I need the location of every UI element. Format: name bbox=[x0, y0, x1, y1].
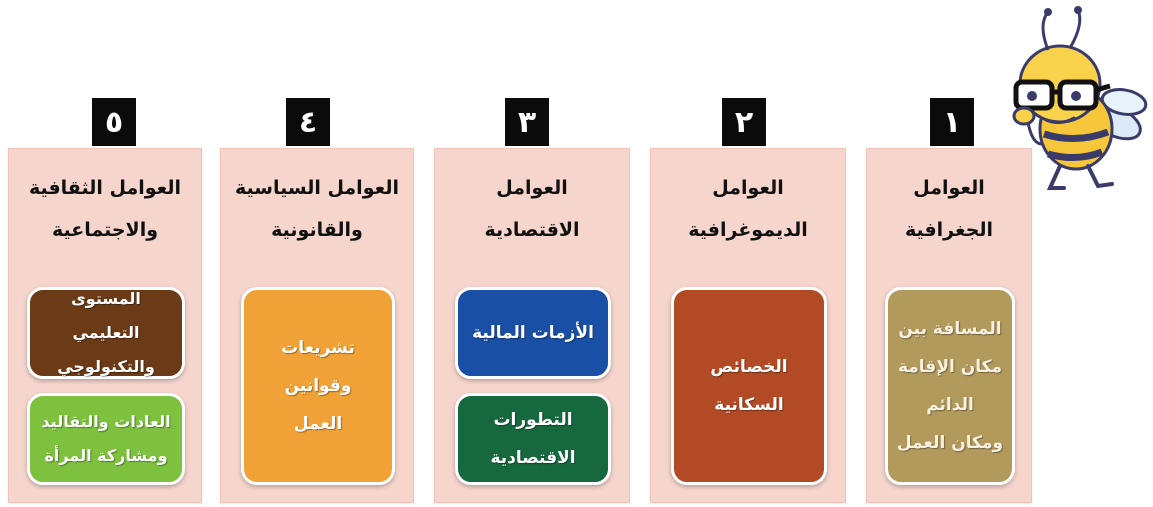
factor-column-demographic: العوامل الديموغرافية الخصائص السكانية bbox=[650, 148, 846, 503]
number-badge-3: ٣ bbox=[505, 98, 549, 146]
factor-card: تشريعات وقوانين العمل bbox=[241, 287, 395, 485]
number-badge-1: ١ bbox=[930, 98, 974, 146]
factor-column-geographic: العوامل الجغرافية المسافة بين مكان الإقا… bbox=[866, 148, 1032, 503]
factor-card: الأزمات المالية bbox=[455, 287, 611, 379]
factor-column-cultural: العوامل الثقافية والاجتماعية المستوى الت… bbox=[8, 148, 202, 503]
factor-card: التطورات الاقتصادية bbox=[455, 393, 611, 485]
number-badge-4: ٤ bbox=[286, 98, 330, 146]
column-title: العوامل الديموغرافية bbox=[688, 177, 808, 241]
factor-card: الخصائص السكانية bbox=[671, 287, 827, 485]
factor-card: المستوى التعليمي والتكنولوجي bbox=[27, 287, 185, 379]
factor-card: العادات والتقاليد ومشاركة المرأة bbox=[27, 393, 185, 485]
factor-column-political: العوامل السياسية والقانونية تشريعات وقوا… bbox=[220, 148, 414, 503]
column-title: العوامل الجغرافية bbox=[904, 177, 994, 241]
column-title: العوامل الثقافية والاجتماعية bbox=[28, 177, 182, 241]
factor-column-economic: العوامل الاقتصادية الأزمات المالية التطو… bbox=[434, 148, 630, 503]
bee-mascot-icon bbox=[1012, 6, 1148, 190]
number-badge-2: ٢ bbox=[722, 98, 766, 146]
number-badge-5: ٥ bbox=[92, 98, 136, 146]
factor-card: المسافة بين مكان الإقامة الدائم ومكان ال… bbox=[885, 287, 1015, 485]
column-title: العوامل السياسية والقانونية bbox=[235, 177, 399, 241]
column-title: العوامل الاقتصادية bbox=[484, 177, 580, 241]
